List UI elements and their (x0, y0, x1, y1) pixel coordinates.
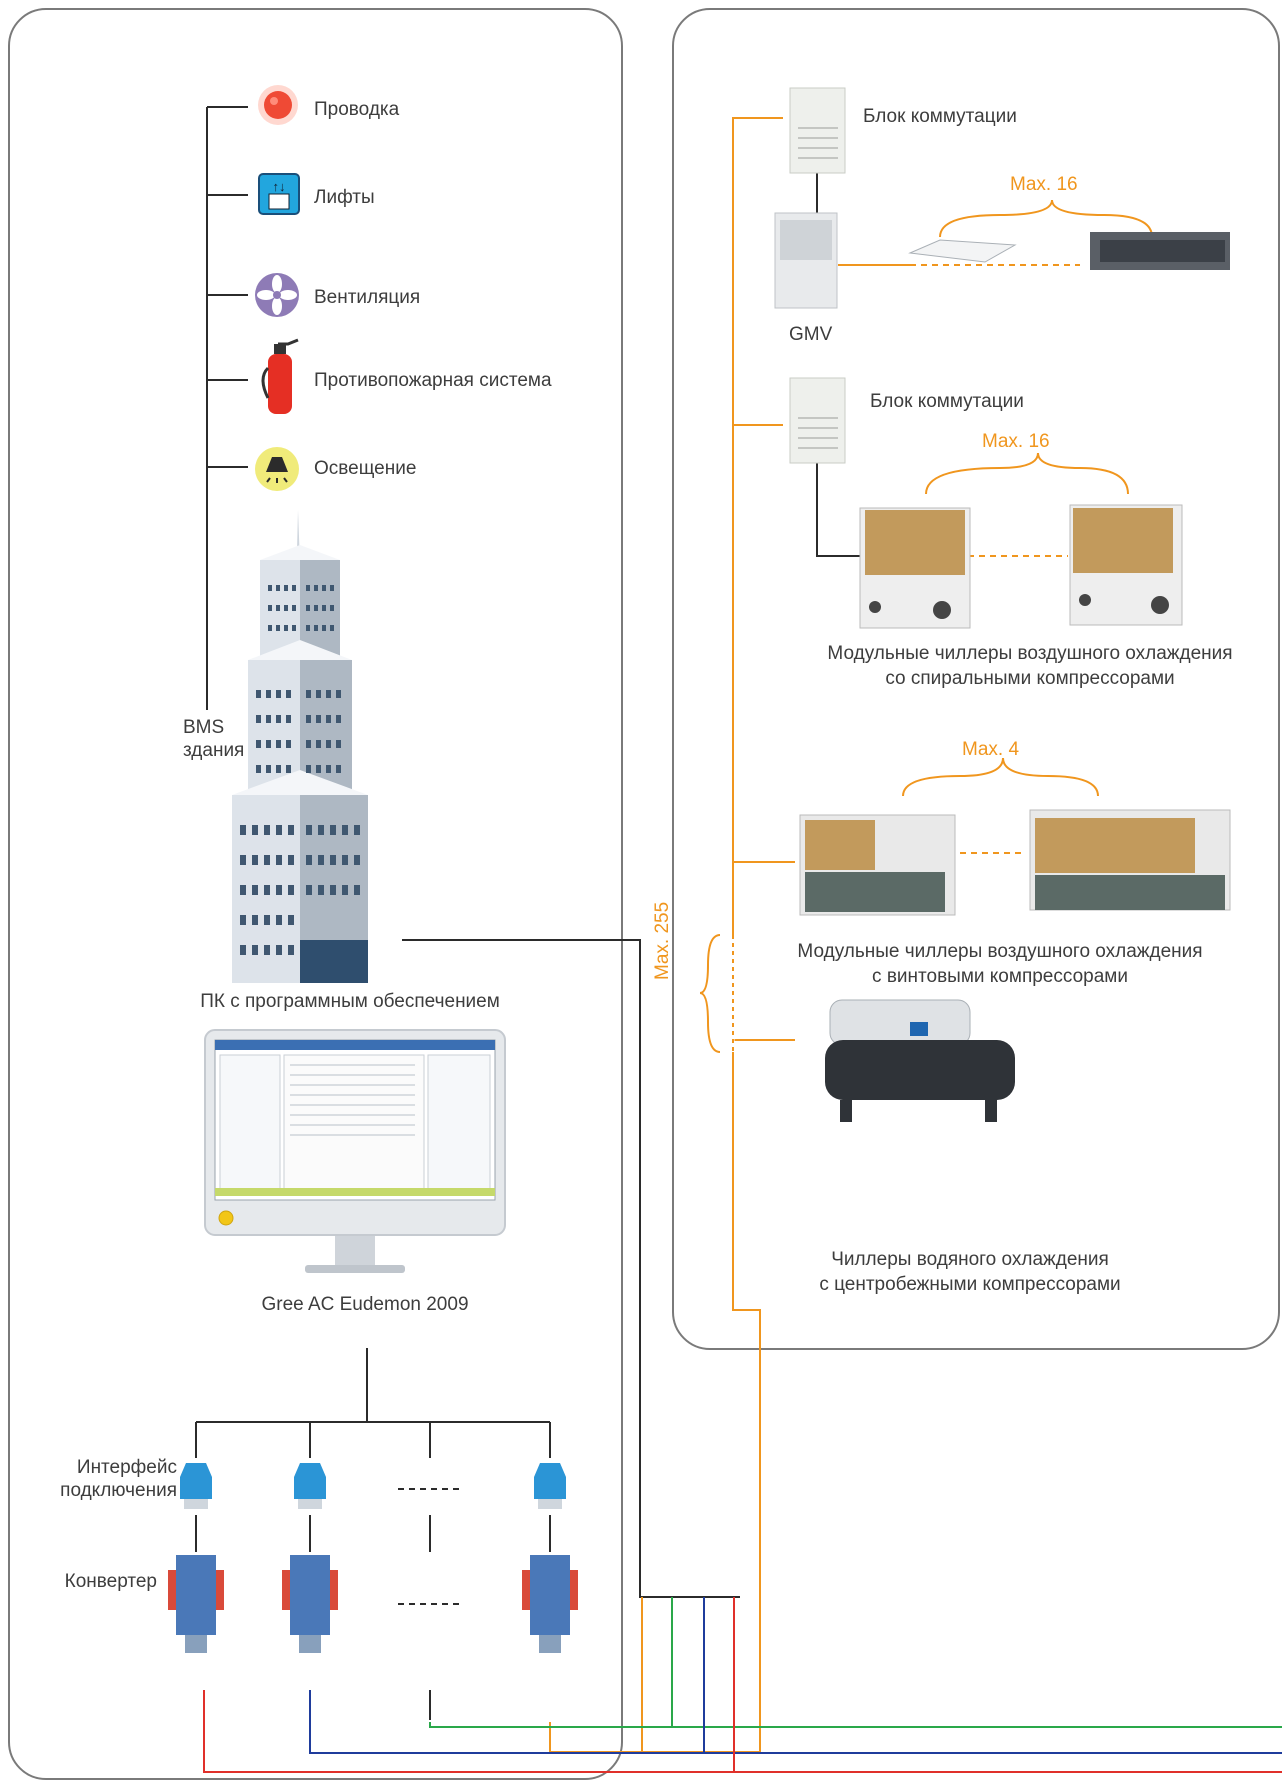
elevator-icon: ↑↓ (258, 173, 300, 220)
software-label: Gree AC Eudemon 2009 (261, 1294, 469, 1315)
svg-text:↑↓: ↑↓ (273, 179, 286, 194)
screw-chillers-label-line1: Модульные чиллеры воздушного охлаждения (797, 941, 1203, 962)
max-16-scroll-label: Max. 16 (982, 431, 1050, 452)
switch-block-icons (789, 87, 846, 464)
screw-chiller-units (799, 809, 1231, 916)
lighting-icon (254, 446, 300, 497)
pc-monitor-icon (204, 1029, 506, 1273)
max-255-label: Max. 255 (652, 901, 673, 980)
scroll-chiller-units (859, 504, 1183, 629)
pc-label: ПК с программным обеспечением (200, 991, 500, 1012)
bms-item-wiring-label: Проводка (314, 99, 400, 120)
scroll-chillers-label-line1: Модульные чиллеры воздушного охлаждения (827, 643, 1233, 664)
max-16-gmv-label: Max. 16 (1010, 174, 1078, 195)
bms-item-elevators-label: Лифты (314, 187, 375, 208)
wiring-icon (256, 83, 300, 132)
max-4-label: Max. 4 (962, 739, 1020, 760)
converter-icons (168, 1555, 578, 1653)
bms-label-line1: BMS (183, 717, 225, 738)
screw-chillers-label-line2: с винтовыми компрессорами (872, 966, 1128, 987)
centrifugal-chiller-unit (825, 999, 1015, 1122)
interface-label-line2: подключения (60, 1480, 177, 1501)
bms-label-line2: здания (183, 740, 245, 761)
switch-block-1-label: Блок коммутации (863, 106, 1017, 127)
office-building-icon (232, 510, 368, 983)
gmv-label: GMV (789, 324, 833, 345)
converter-label: Конвертер (64, 1571, 157, 1592)
centrifugal-chillers-label-line1: Чиллеры водяного охлаждения (831, 1249, 1109, 1270)
interface-label-line1: Интерфейс (76, 1457, 177, 1478)
fire-extinguisher-icon (258, 338, 302, 423)
bms-item-lighting-label: Освещение (314, 458, 417, 479)
bms-tree-lines (195, 106, 860, 1720)
ventilation-icon (254, 272, 300, 323)
scroll-chillers-label-line2: со спиральными компрессорами (885, 668, 1175, 689)
interface-adapter-icons (180, 1463, 566, 1509)
gmv-units (774, 212, 1230, 309)
bms-item-fire-system-label: Противопожарная система (314, 370, 552, 391)
centrifugal-chillers-label-line2: с центробежными компрессорами (819, 1274, 1121, 1295)
hvac-equipment-panel (672, 8, 1280, 1350)
switch-block-2-label: Блок коммутации (870, 391, 1024, 412)
bms-item-ventilation-label: Вентиляция (314, 287, 421, 308)
